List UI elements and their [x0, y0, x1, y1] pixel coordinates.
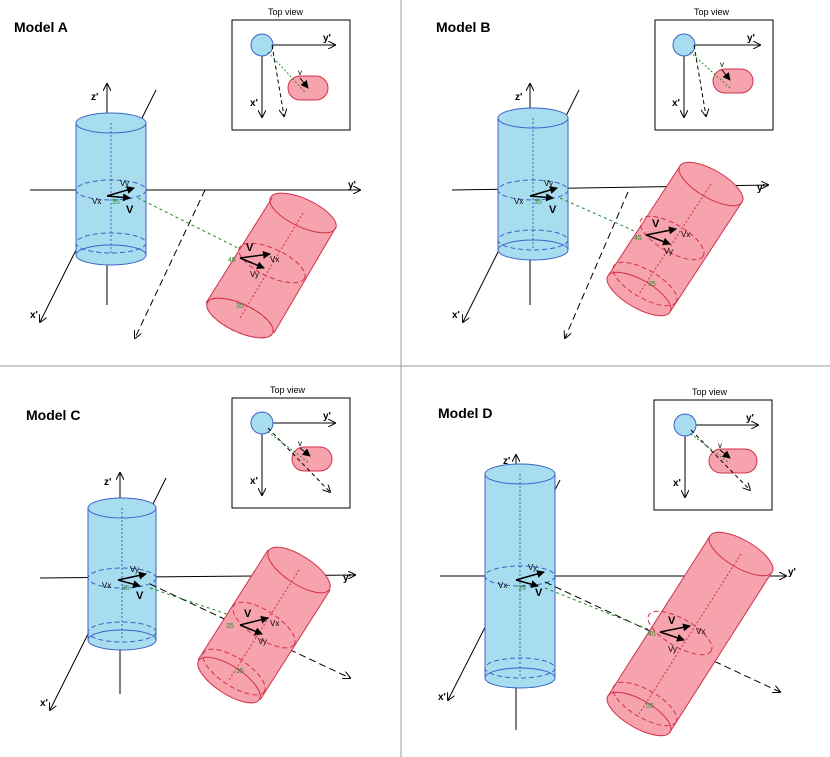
red-v-label: V — [652, 218, 660, 230]
top-view-inset: Top view y' x' v — [231, 385, 351, 509]
red-vx-label: Vx — [270, 619, 279, 628]
red-v-label: V — [244, 608, 252, 620]
red-mid-angle-label: 45 — [634, 235, 642, 242]
red-mid-angle-label: 45 — [228, 257, 236, 264]
red-cylinder — [205, 192, 337, 339]
green-dashed-link — [559, 197, 651, 239]
red-vx-label: Vx — [270, 255, 279, 264]
top-view-title: Top view — [270, 385, 306, 395]
blue-v-label: V — [535, 587, 543, 599]
blue-vx-label: Vx — [514, 197, 523, 206]
red-vy-label: Vy — [258, 637, 267, 646]
panel-title: Model A — [14, 19, 68, 35]
blue-vx-label: Vx — [92, 197, 101, 206]
panel-model-d: Model D Top view y' x' v z' y' x' — [438, 387, 796, 737]
z-axis-label: z' — [91, 92, 98, 103]
panel-model-a: Model A Top view y' x' v z' y' x' — [14, 7, 360, 346]
top-view-title: Top view — [694, 7, 730, 17]
top-x-axis-label: x' — [250, 476, 258, 487]
top-v-label: v — [298, 439, 302, 448]
red-vy-label: Vy — [250, 270, 259, 279]
top-view-inset: Top view y' x' v — [231, 7, 351, 131]
top-v-label: v — [720, 60, 724, 69]
top-view-title: Top view — [268, 7, 304, 17]
blue-v-label: V — [136, 590, 144, 602]
blue-angle-label: 35 — [122, 585, 130, 592]
red-cylinder — [606, 161, 744, 317]
top-x-axis-label: x' — [673, 478, 681, 489]
blue-vy-label: Vy — [528, 563, 537, 572]
y-axis-label: y' — [788, 567, 796, 578]
green-dashed-link — [544, 587, 661, 635]
red-cylinder — [606, 531, 774, 737]
top-y-axis-label: y' — [747, 33, 755, 44]
top-v-label: v — [718, 441, 722, 450]
blue-angle-label: 35 — [518, 585, 526, 592]
x-axis-label: x' — [40, 698, 48, 709]
red-v-label: V — [246, 242, 254, 254]
panel-model-c: Model C Top view y' x' v z' y' x' — [26, 385, 355, 711]
z-axis-label: z' — [104, 477, 111, 488]
blue-v-label: V — [549, 204, 557, 216]
red-bottom-angle-label: 35 — [648, 281, 656, 288]
top-y-axis-label: y' — [323, 33, 331, 44]
blue-angle-label: 35 — [112, 199, 120, 206]
top-x-axis-label: x' — [250, 98, 258, 109]
top-x-axis-label: x' — [672, 98, 680, 109]
blue-cylinder — [75, 112, 147, 266]
red-mid-angle-label: 35 — [226, 623, 234, 630]
top-view-inset: Top view y' x' v — [653, 387, 773, 511]
red-vy-label: Vy — [664, 247, 673, 256]
z-axis-label: z' — [515, 92, 522, 103]
top-view-inset: Top view y' x' v — [654, 7, 774, 131]
blue-vx-label: Vx — [102, 581, 111, 590]
red-vy-label: Vy — [668, 645, 677, 654]
top-view-title: Top view — [692, 387, 728, 397]
red-bottom-angle-label: 55 — [646, 703, 654, 710]
red-bottom-angle-label: 35 — [236, 668, 244, 675]
blue-vx-label: Vx — [498, 581, 507, 590]
trajectory-line — [565, 191, 629, 338]
panel-model-b: Model B Top view y' x' v z' y' x' — [436, 7, 774, 338]
blue-cylinder — [497, 107, 569, 261]
red-vx-label: Vx — [696, 627, 705, 636]
blue-vy-label: Vy — [120, 179, 129, 188]
top-y-axis-label: y' — [746, 413, 754, 424]
trajectory-line — [135, 189, 206, 338]
y-axis-label: y' — [348, 180, 356, 191]
blue-vy-label: Vy — [544, 179, 553, 188]
y-axis-label: y' — [757, 183, 765, 194]
y-axis-label: y' — [343, 573, 351, 584]
blue-v-label: V — [126, 204, 134, 216]
z-axis-label: z' — [503, 456, 510, 467]
panel-title: Model D — [438, 405, 492, 421]
x-axis-label: x' — [438, 692, 446, 703]
blue-vy-label: Vy — [130, 565, 139, 574]
green-dashed-link — [137, 197, 243, 251]
x-axis-label: x' — [452, 310, 460, 321]
panel-title: Model C — [26, 407, 80, 423]
top-y-axis-label: y' — [323, 411, 331, 422]
blue-cylinder — [484, 463, 556, 689]
x-axis-label: x' — [30, 310, 38, 321]
red-bottom-angle-label: 35 — [236, 303, 244, 310]
red-vx-label: Vx — [681, 230, 690, 239]
panel-title: Model B — [436, 19, 490, 35]
red-v-label: V — [668, 615, 676, 627]
top-v-label: v — [298, 68, 302, 77]
red-cylinder — [197, 546, 331, 704]
red-mid-angle-label: 45 — [648, 631, 656, 638]
blue-angle-label: 35 — [534, 199, 542, 206]
